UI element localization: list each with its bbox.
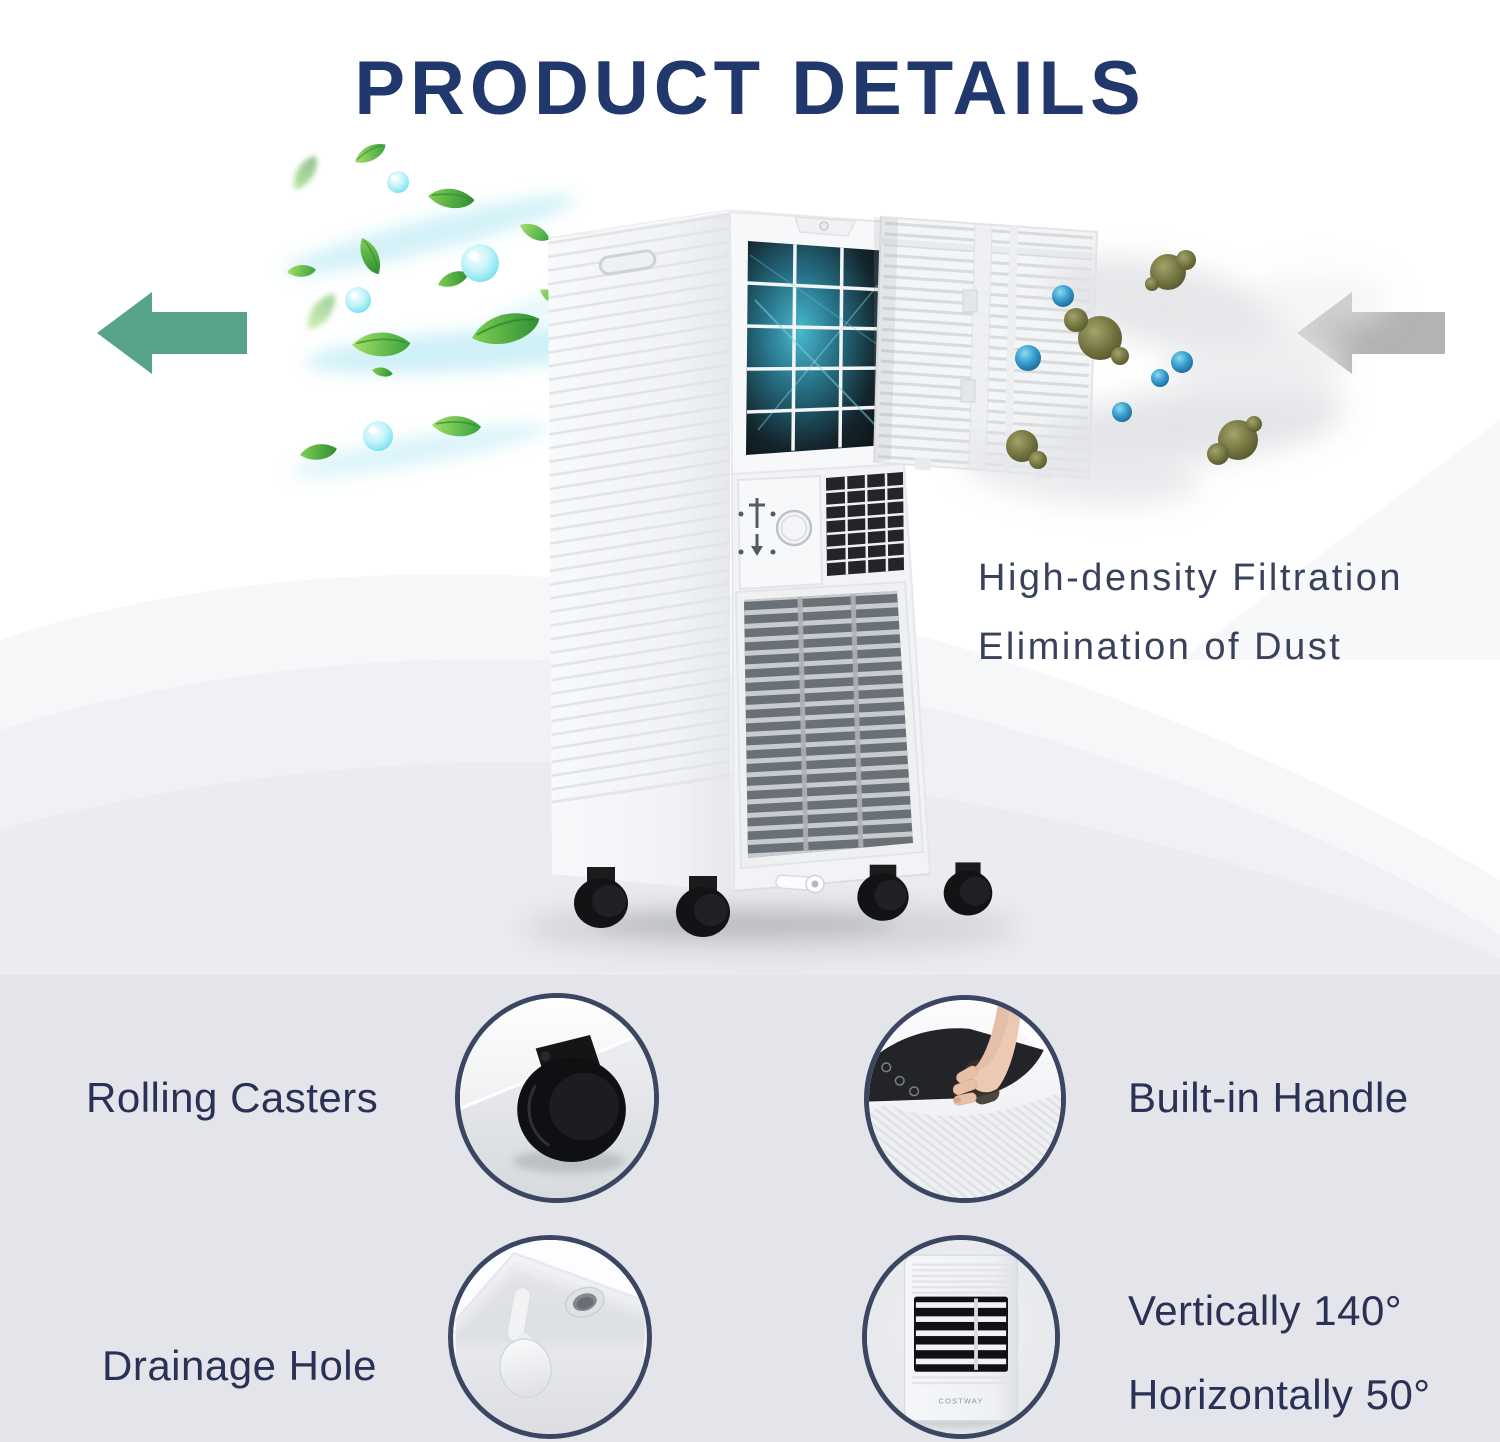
rolling-casters-photo bbox=[455, 993, 659, 1203]
features-section bbox=[0, 975, 1500, 1442]
side-handle-slot bbox=[598, 249, 657, 276]
water-droplets bbox=[345, 171, 499, 451]
hero-caption-line1: High-density Filtration bbox=[978, 557, 1403, 599]
caster-wheels bbox=[574, 862, 993, 937]
feature-label-built-in-handle: Built-in Handle bbox=[1128, 1074, 1409, 1121]
feature-label-horizontal-swing: Horizontally 50° bbox=[1128, 1371, 1431, 1418]
hero-caption-line2: Elimination of Dust bbox=[978, 626, 1343, 668]
filter-cover-panel bbox=[872, 215, 1099, 480]
germ-cluster bbox=[1006, 250, 1262, 469]
hero-illustration-svg bbox=[0, 143, 1500, 975]
hero-caption: High-density Filtration Elimination of D… bbox=[978, 544, 1403, 682]
lower-body bbox=[730, 462, 932, 893]
filter-opening bbox=[728, 210, 908, 476]
drain-symbol bbox=[749, 498, 765, 546]
clean-air-arrow-icon bbox=[97, 292, 247, 374]
ac-unit-illustration bbox=[547, 209, 993, 937]
feature-label-vertical-swing: Vertically 140° bbox=[1128, 1287, 1403, 1334]
lower-exhaust-grille bbox=[734, 580, 925, 870]
hero-illustration bbox=[0, 85, 1500, 975]
feature-label-drainage-hole: Drainage Hole bbox=[102, 1342, 377, 1389]
feature-label-rolling-casters: Rolling Casters bbox=[86, 1074, 379, 1121]
mini-unit-brand: COSTWAY bbox=[938, 1397, 983, 1406]
dust-particles bbox=[1006, 250, 1262, 469]
page-title: PRODUCT DETAILS bbox=[354, 45, 1146, 131]
drainage-hole-photo bbox=[448, 1235, 652, 1439]
dust-balls bbox=[1015, 285, 1193, 422]
swing-louver-photo: COSTWAY bbox=[862, 1235, 1060, 1439]
built-in-handle-photo bbox=[864, 995, 1066, 1203]
small-vent-grille bbox=[825, 472, 905, 576]
clean-air-leaves bbox=[287, 143, 563, 460]
drain-spout bbox=[775, 874, 825, 894]
